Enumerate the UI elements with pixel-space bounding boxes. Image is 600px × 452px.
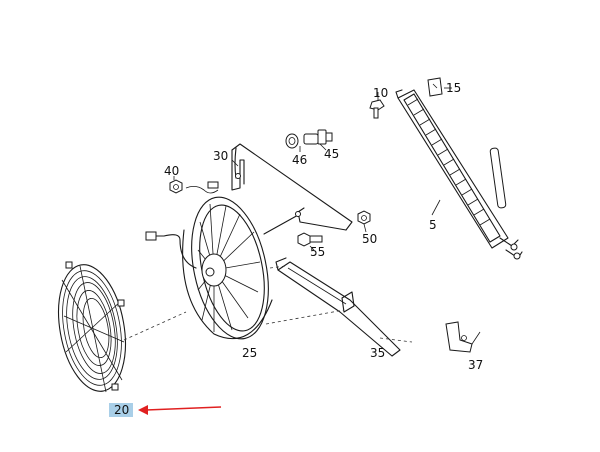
fan-guard-grille [58,261,126,393]
label-part-10: 10 [373,86,388,100]
label-part-30: 30 [213,149,228,163]
part-55-bolt [297,232,323,247]
label-part-46: 46 [292,153,307,167]
label-part-35: 35 [370,346,385,360]
highlight-box [109,403,133,417]
part-50-nut [357,210,371,225]
label-part-5: 5 [429,218,437,232]
leader-lines [123,92,441,343]
part-10-bolt [369,99,385,119]
fan-assembly [145,196,273,340]
label-part-40: 40 [164,164,179,178]
label-part-55: 55 [310,245,325,259]
label-part-37: 37 [468,358,483,372]
label-part-20: 20 [114,403,129,417]
highlighted-part-20: 20 [109,403,133,417]
part-46-nut [285,133,299,149]
label-part-15: 15 [446,81,461,95]
part-45-valve [303,129,333,145]
arrow-left-icon [138,405,222,415]
part-15-clip [427,77,452,97]
label-part-50: 50 [362,232,377,246]
label-part-45: 45 [324,147,339,161]
fan-shroud-frame [185,143,353,235]
part-40-nut [169,179,183,194]
lower-bracket [275,257,401,357]
label-part-25: 25 [242,346,257,360]
part-37-bracket [445,321,481,353]
condenser [395,89,523,260]
